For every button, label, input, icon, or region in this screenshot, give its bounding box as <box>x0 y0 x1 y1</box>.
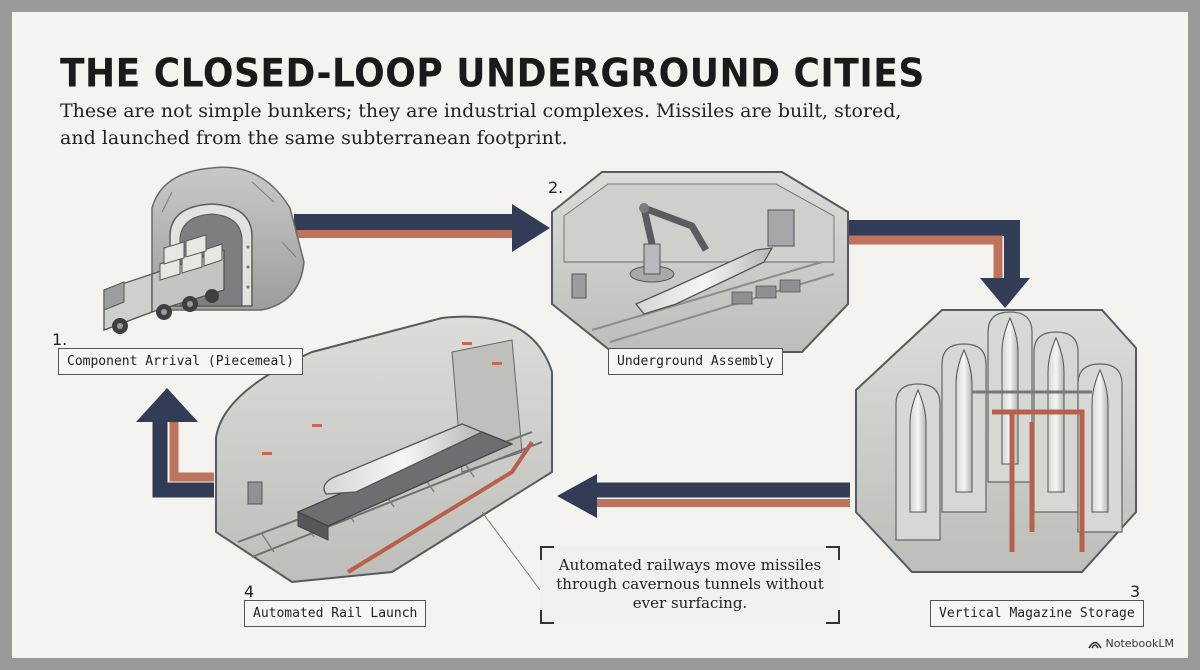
silo-icon <box>855 309 1137 573</box>
flow-arrow-3-to-4 <box>557 474 850 518</box>
diagram-illustration <box>103 166 1137 591</box>
step-2-label: Underground Assembly <box>608 348 783 375</box>
flow-arrow-2-to-3 <box>848 220 1030 308</box>
page-subtitle: These are not simple bunkers; they are i… <box>60 100 902 149</box>
assembly-hall <box>551 171 849 353</box>
callout-leader-line <box>481 511 541 591</box>
missile-icon <box>634 247 774 315</box>
robot-arm-icon <box>629 203 710 283</box>
step-3-number: 3 <box>1130 582 1141 601</box>
slide: THE CLOSED-LOOP UNDERGROUND CITIES These… <box>12 12 1188 658</box>
callout-text: Automated railways move missiles through… <box>556 556 824 612</box>
step-2-number: 2. <box>548 178 564 197</box>
callout-box: Automated railways move missiles through… <box>540 546 840 624</box>
watermark: NotebookLM <box>1087 637 1174 650</box>
step-4-number: 4 <box>244 582 255 601</box>
truck-icon <box>103 234 225 334</box>
flow-arrow-1-to-2 <box>294 204 550 252</box>
page-title: THE CLOSED-LOOP UNDERGROUND CITIES <box>60 52 925 97</box>
rail-tunnel <box>215 315 553 584</box>
step-3-label: Vertical Magazine Storage <box>930 600 1144 627</box>
notebooklm-icon <box>1087 641 1102 648</box>
rail-car-icon <box>296 423 514 541</box>
step-4-label: Automated Rail Launch <box>244 600 427 627</box>
watermark-text: NotebookLM <box>1105 637 1174 650</box>
step-1-label: Component Arrival (Piecemeal) <box>58 348 303 375</box>
flow-arrow-4-to-1 <box>136 388 214 498</box>
step-1-number: 1. <box>52 330 68 349</box>
